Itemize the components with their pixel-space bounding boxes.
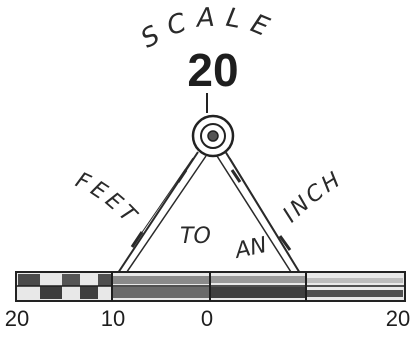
inch-word: INCH bbox=[278, 166, 347, 227]
scale-number: 20 bbox=[187, 44, 238, 96]
compass-pivot bbox=[193, 116, 233, 156]
ruler-label-left-20: 20 bbox=[5, 306, 29, 331]
ruler-label-0: 0 bbox=[201, 306, 213, 331]
ruler-label-10: 10 bbox=[101, 306, 125, 331]
an-word: AN bbox=[231, 233, 269, 264]
scale-ruler bbox=[16, 272, 405, 301]
feet-word: FEET bbox=[72, 168, 144, 231]
ruler-label-right-20: 20 bbox=[386, 306, 410, 331]
to-word: TO bbox=[180, 224, 211, 249]
